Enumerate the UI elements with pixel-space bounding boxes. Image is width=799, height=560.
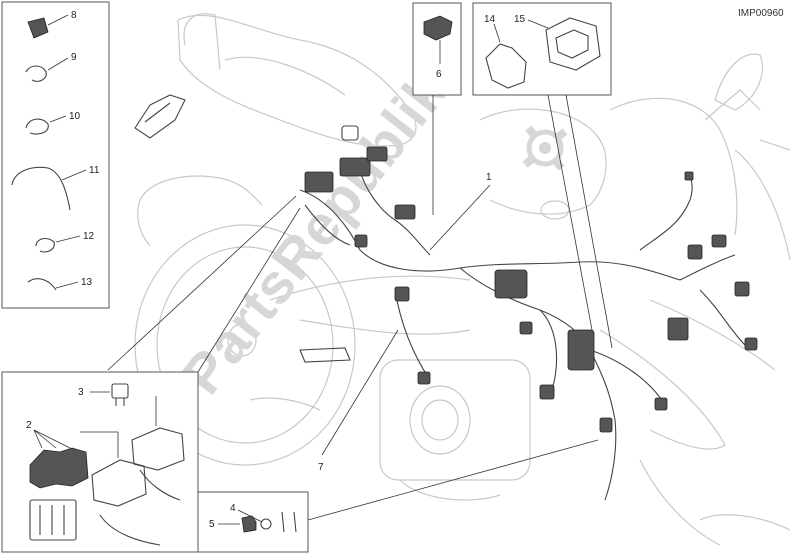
part-fuse-base — [29, 499, 77, 541]
connector-block — [366, 146, 388, 162]
watermark: PartsRepublik — [170, 60, 568, 406]
part-relay — [91, 459, 147, 507]
diagram-reference-code: IMP00960 — [738, 8, 784, 19]
connector-block — [667, 317, 689, 341]
part-fuse-box-cover — [545, 17, 601, 71]
part-washer — [260, 518, 272, 530]
callout-10: 10 — [69, 111, 81, 122]
part-clamp — [25, 65, 47, 82]
gear-icon — [522, 125, 568, 171]
callout-6: 6 — [436, 69, 442, 80]
part-clamp — [25, 118, 49, 135]
part-connector-housing — [485, 43, 527, 89]
part-connector-cap — [423, 15, 453, 41]
connector-block — [417, 371, 431, 385]
part-cable-tie — [11, 166, 71, 211]
part-relay — [131, 427, 185, 471]
connector-block — [339, 157, 371, 177]
connector-block — [654, 397, 668, 411]
leader-lines — [107, 94, 613, 521]
connector-block — [394, 286, 410, 302]
callout-3: 3 — [78, 387, 84, 398]
relay-connector — [567, 329, 595, 371]
callout-5: 5 — [209, 519, 215, 530]
callout-11: 11 — [89, 165, 100, 176]
callout-14: 14 — [484, 14, 496, 25]
connector-block — [687, 244, 703, 260]
part-clamp — [35, 237, 55, 253]
callout-15: 15 — [514, 14, 526, 25]
part-cable-tie — [27, 278, 57, 291]
main-wiring-harness — [299, 125, 758, 501]
part-bolt-head — [241, 515, 257, 533]
bottom-left-parts-box — [1, 371, 199, 553]
left-parts-panel: 8 9 10 11 12 13 — [1, 1, 110, 309]
part-box-4-5 — [197, 491, 309, 553]
callout-9: 9 — [71, 52, 77, 63]
connector-block — [519, 321, 533, 335]
connector-block — [539, 384, 555, 400]
connector-block — [684, 171, 694, 181]
watermark-text: PartsRepublik — [170, 60, 459, 406]
ecu-connector — [494, 269, 528, 299]
connector-block — [711, 234, 727, 248]
fuse-holder — [341, 125, 359, 141]
callout-1: 1 — [486, 172, 492, 183]
connector-block — [394, 204, 416, 220]
connector-block — [734, 281, 750, 297]
callout-2: 2 — [26, 420, 32, 431]
connector-block — [354, 234, 368, 248]
motorcycle-outline — [134, 13, 791, 546]
left-parts-box — [1, 1, 110, 309]
top-part-panel-14-15: 14 15 — [472, 2, 612, 96]
bottom-left-parts-panel: 3 2 — [1, 371, 199, 553]
part-clip-block — [27, 17, 49, 39]
connector-block — [304, 171, 334, 193]
connector-block — [599, 417, 613, 433]
callout-7: 7 — [318, 462, 324, 473]
callout-12: 12 — [83, 231, 95, 242]
callout-13: 13 — [81, 277, 93, 288]
part-fuse — [111, 383, 129, 399]
bottom-part-panel-4-5: 4 5 — [197, 491, 309, 553]
part-fuse-box — [29, 447, 89, 489]
callout-4: 4 — [230, 503, 236, 514]
connector-block — [744, 337, 758, 351]
callout-8: 8 — [71, 10, 77, 21]
top-part-panel-6: 6 — [412, 2, 462, 96]
